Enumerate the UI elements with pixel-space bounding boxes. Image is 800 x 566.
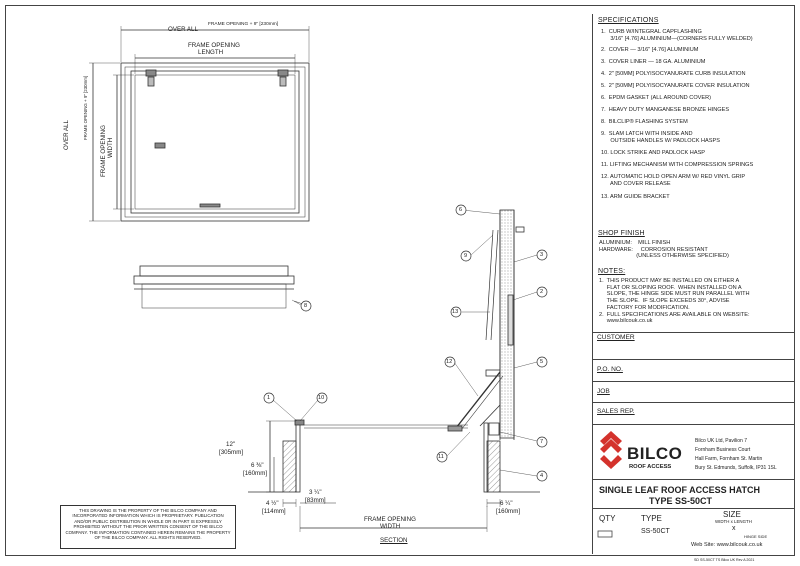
address-line: Bilco UK Ltd, Pavilion 7 — [695, 438, 747, 444]
spec-item: 8. BILCLIP® FLASHING SYSTEM — [601, 119, 688, 125]
shop-finish-lines: ALUMINIUM: MILL FINISH HARDWARE: CORROSI… — [599, 240, 729, 260]
callout-5: 5 — [540, 359, 544, 365]
frame-opening-label: FRAME OPENING — [188, 42, 240, 49]
frame-opening-plus-side-label: FRAME OPENING + 9" [230mm] — [83, 75, 88, 140]
shop-finish-title: SHOP FINISH — [598, 230, 645, 237]
title-block-lines — [597, 530, 613, 538]
title-panel: SPECIFICATIONS 1. CURB W/INTEGRAL CAPFLA… — [592, 14, 795, 554]
callout-11: 11 — [438, 454, 444, 460]
specifications-title: SPECIFICATIONS — [598, 17, 659, 24]
callout-13: 13 — [452, 309, 459, 315]
spec-item: 3. COVER LINER — 18 GA. ALUMINIUM — [601, 59, 706, 65]
sales-rep-field: SALES REP. — [597, 408, 635, 415]
dim-160-mm-a: [160mm] — [243, 470, 268, 477]
callout-balloon — [436, 451, 448, 463]
footer-ref: SD SS-50CT TS Bilco UK Rev A 2021 — [694, 558, 755, 562]
size-sub-label: WIDTH x LENGTH — [715, 519, 752, 524]
spec-item: 1. CURB W/INTEGRAL CAPFLASHING 3/16" [4.… — [601, 29, 753, 42]
title-line-1: SINGLE LEAF ROOF ACCESS HATCH — [599, 485, 761, 495]
section-title: SECTION — [380, 537, 408, 544]
notes-lines: 1. THIS PRODUCT MAY BE INSTALLED ON EITH… — [599, 278, 750, 325]
po-no-field: P.O. NO. — [597, 366, 623, 373]
width-side-label: WIDTH — [107, 137, 114, 158]
customer-field: CUSTOMER — [597, 334, 635, 341]
dim-3-1-4-in: 3 ¼" — [309, 489, 322, 496]
spec-item: 7. HEAVY DUTY MANGANESE BRONZE HINGES — [601, 107, 730, 113]
callout-balloon — [536, 470, 548, 482]
dim-305-mm: [305mm] — [219, 449, 244, 456]
drawing-sheet — [5, 5, 795, 556]
spec-item: 12. AUTOMATIC HOLD OPEN ARM W/ RED VINYL… — [601, 174, 746, 187]
dim-114-mm: [114mm] — [262, 508, 286, 515]
dim-6-3-8-in: 6 ⅜" — [251, 462, 264, 469]
bilco-logo-tagline: ROOF ACCESS — [629, 464, 672, 470]
callout-2: 2 — [540, 289, 544, 295]
callout-balloon — [450, 306, 462, 318]
callout-balloon — [460, 250, 472, 262]
section-frame-opening-label: FRAME OPENING — [364, 516, 416, 523]
callout-1: 1 — [267, 395, 271, 401]
callout-12: 12 — [446, 359, 453, 365]
dim-12-in: 12" — [226, 441, 236, 448]
spec-item: 5. 2" [50MM] POLYISOCYANURATE COVER INSU… — [601, 83, 750, 89]
frame-opening-plus-top-label: FRAME OPENING + 9" [230mm] — [208, 22, 279, 27]
bilco-logo-name: BILCO — [627, 444, 683, 463]
callout-balloon — [536, 356, 548, 368]
spec-item: 11. LIFTING MECHANISM WITH COMPRESSION S… — [601, 162, 754, 168]
callout-3: 3 — [540, 252, 544, 258]
job-field: JOB — [597, 388, 610, 395]
type-label: TYPE — [641, 514, 662, 523]
bilco-logo-mark — [600, 431, 622, 469]
callout-balloon — [316, 392, 328, 404]
type-value: SS-50CT — [641, 528, 670, 535]
spec-item: 13. ARM GUIDE BRACKET — [601, 194, 670, 200]
title-line-2: TYPE SS-50CT — [649, 496, 713, 506]
address-line: Fornham Business Court — [695, 447, 751, 453]
callout-balloon — [536, 249, 548, 261]
hinge-side-label: HINGE SIDE — [744, 534, 768, 539]
dim-4-1-2-in: 4 ½" — [266, 500, 279, 507]
address-line: Bury St. Edmunds, Suffolk, IP31 1SL — [695, 465, 777, 471]
address-line: Hall Farm, Fornham St. Martin — [695, 456, 763, 462]
callout-9: 9 — [464, 253, 468, 259]
callout-balloon — [455, 204, 467, 216]
notes-title: NOTES: — [598, 268, 626, 275]
dim-6-1-4-in: 6 ¼" — [500, 500, 513, 507]
dim-83-mm: [83mm] — [305, 497, 326, 504]
callout-7: 7 — [540, 439, 544, 445]
x-mark: x — [732, 525, 736, 532]
callout-balloon — [536, 436, 548, 448]
callout-balloon — [300, 300, 312, 312]
proprietary-disclaimer: THIS DRAWING IS THE PROPERTY OF THE BILC… — [60, 505, 236, 549]
spec-item: 9. SLAM LATCH WITH INSIDE AND OUTSIDE HA… — [601, 131, 720, 144]
callout-balloons — [263, 204, 548, 482]
callout-10: 10 — [318, 395, 325, 401]
callout-8: 8 — [304, 303, 308, 309]
over-all-top-label: OVER ALL — [168, 26, 198, 33]
website: Web Site: www.bilcouk.co.uk — [691, 542, 763, 548]
spec-item: 2. COVER — 3/16" [4.76] ALUMINIUM — [601, 47, 699, 53]
section-width-label: WIDTH — [380, 523, 401, 530]
over-all-side-label: OVER ALL — [63, 120, 70, 150]
elevation-view — [133, 265, 304, 309]
plan-view — [89, 26, 310, 222]
qty-label: QTY — [599, 514, 616, 523]
section-view — [248, 209, 540, 532]
callout-balloon — [263, 392, 275, 404]
callout-balloon — [536, 286, 548, 298]
callout-4: 4 — [540, 473, 544, 479]
spec-item: 10. LOCK STRIKE AND PADLOCK HASP — [601, 150, 706, 156]
spec-item: 6. EPDM GASKET (ALL AROUND COVER) — [601, 95, 712, 101]
spec-item: 4. 2" [50MM] POLYISOCYANURATE CURB INSUL… — [601, 71, 746, 77]
length-label: LENGTH — [198, 49, 224, 56]
callout-6: 6 — [459, 207, 463, 213]
dim-160-mm-b: [160mm] — [496, 508, 521, 515]
callout-balloon — [444, 356, 456, 368]
size-label: SIZE — [723, 510, 741, 519]
